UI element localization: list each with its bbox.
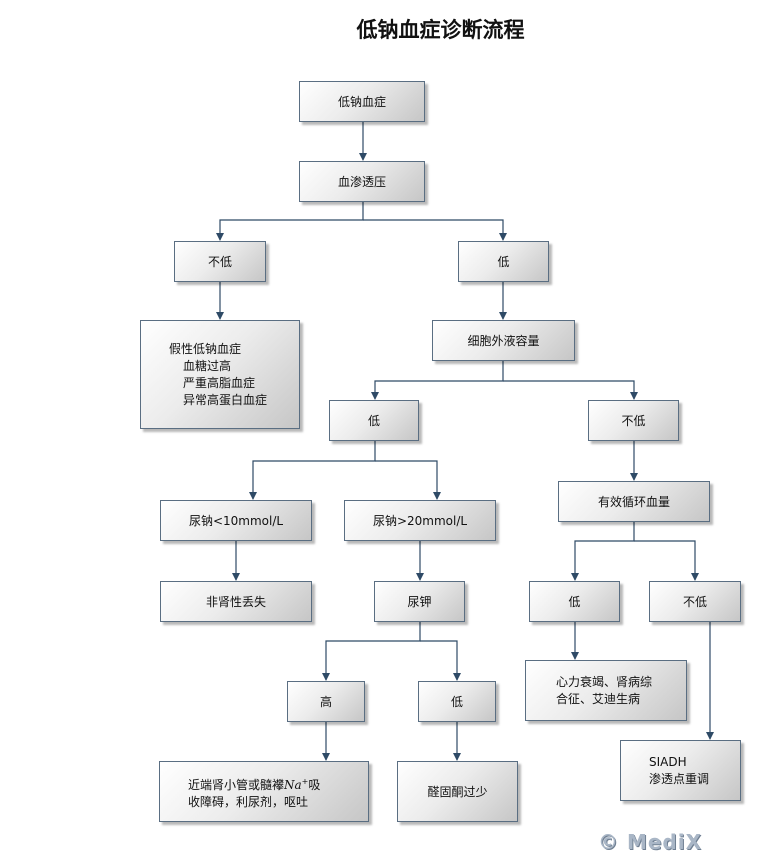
- arrow-ecf-to-not-low: [503, 380, 638, 400]
- node-osmolality-not-low: 不低: [174, 241, 266, 282]
- pseudo-item: 血糖过高: [183, 358, 232, 373]
- sodium-charge: +: [301, 776, 309, 786]
- node-heart-failure: 心力衰竭、肾病综 合征、艾迪生病: [525, 660, 687, 721]
- arrow-ecf-low-to-urine-na-lt: [249, 441, 376, 500]
- node-label: 不低: [682, 595, 707, 609]
- node-aldosterone-deficiency: 醛固酮过少: [397, 761, 518, 822]
- page-title: 低钠血症诊断流程: [356, 17, 525, 42]
- node-label: 低: [568, 595, 581, 609]
- node-label: 低钠血症: [337, 95, 386, 109]
- node-label: 尿钠>20mmol/L: [372, 514, 468, 528]
- pseudo-title: 假性低钠血症: [169, 341, 242, 356]
- node-label: 低: [450, 695, 463, 709]
- node-ecf-not-low: 不低: [588, 400, 679, 441]
- siadh-line: SIADH: [649, 754, 687, 769]
- node-siadh: SIADH 渗透点重调: [620, 740, 741, 801]
- node-potassium-low: 低: [418, 681, 496, 722]
- arrow-effective-to-not-low: [634, 540, 699, 581]
- node-nonrenal-loss: 非肾性丢失: [160, 581, 312, 622]
- node-urine-k: 尿钾: [374, 581, 465, 622]
- node-potassium-high: 高: [287, 681, 365, 722]
- node-tubule-defect: 近端肾小管或髓襻Na+吸 收障碍，利尿剂，呕吐: [159, 761, 369, 822]
- tubule-line-2: 收障碍，利尿剂，呕吐: [188, 794, 309, 809]
- arrow-ecf-to-low: [371, 361, 504, 400]
- node-ecf-low: 低: [329, 400, 419, 441]
- tubule-line-1: 近端肾小管或髓襻Na+吸: [188, 773, 320, 794]
- node-label: 不低: [621, 414, 646, 428]
- node-label: 低: [367, 414, 380, 428]
- tubule-prefix: 近端肾小管或髓襻: [188, 777, 285, 792]
- node-osmolality-low: 低: [458, 241, 549, 282]
- arrow-osmolality-to-not-low: [216, 202, 364, 241]
- node-label: 非肾性丢失: [205, 595, 266, 609]
- node-label: 血渗透压: [337, 175, 386, 189]
- node-hyponatremia: 低钠血症: [299, 81, 425, 122]
- arrow-osmolality-to-low: [363, 219, 507, 241]
- arrow-urine-k-to-low: [420, 640, 461, 681]
- pseudo-item: 严重高脂血症: [183, 375, 256, 390]
- node-label: 不低: [207, 255, 232, 269]
- heart-failure-line: 心力衰竭、肾病综: [556, 674, 653, 689]
- node-effective-circulation: 有效循环血量: [558, 481, 710, 522]
- node-label: 有效循环血量: [597, 495, 670, 509]
- heart-failure-line: 合征、艾迪生病: [556, 691, 641, 706]
- node-label: 低: [497, 255, 510, 269]
- node-pseudo-hyponatremia: 假性低钠血症 血糖过高 严重高脂血症 异常高蛋白血症: [140, 320, 300, 429]
- node-effective-low: 低: [529, 581, 620, 622]
- node-label: 醛固酮过少: [427, 785, 488, 799]
- medix-watermark: © MediX: [598, 830, 703, 854]
- pseudo-item: 异常高蛋白血症: [183, 392, 268, 407]
- node-label: 细胞外液容量: [467, 334, 540, 348]
- arrow-ecf-low-to-urine-na-gt: [375, 460, 441, 500]
- node-plasma-osmolality: 血渗透压: [299, 161, 425, 202]
- siadh-line: 渗透点重调: [649, 771, 710, 786]
- arrow-effective-to-low: [571, 522, 635, 581]
- arrow-urine-k-to-high: [322, 622, 421, 681]
- node-urine-na-high: 尿钠>20mmol/L: [344, 500, 496, 541]
- node-label: 尿钾: [407, 595, 432, 609]
- node-label: 尿钠<10mmol/L: [188, 514, 284, 528]
- node-urine-na-low: 尿钠<10mmol/L: [160, 500, 312, 541]
- node-effective-not-low: 不低: [649, 581, 741, 622]
- sodium-symbol: Na: [284, 777, 302, 792]
- node-label: 高: [319, 695, 332, 709]
- tubule-suffix: 吸: [308, 777, 321, 792]
- node-ecf-volume: 细胞外液容量: [432, 320, 575, 361]
